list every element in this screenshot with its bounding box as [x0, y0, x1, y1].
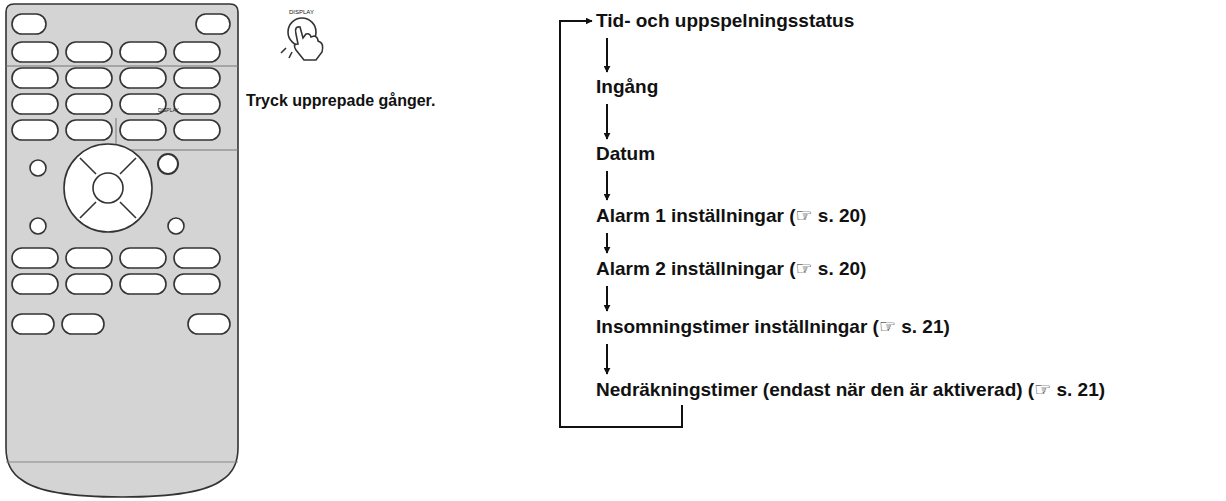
display-button-icon	[281, 18, 323, 60]
step-text: Tid- och uppspelningsstatus	[596, 10, 854, 31]
step-text: Nedräkningstimer (endast när den är akti…	[596, 379, 1105, 400]
flow-arrow	[606, 286, 608, 311]
flow-arrow	[606, 104, 608, 139]
instruction-text: Tryck upprepade gånger.	[246, 92, 435, 110]
step-text: Alarm 1 inställningar (☞ s. 20)	[596, 205, 866, 226]
step-text: Insomningstimer inställningar (☞ s. 21)	[596, 316, 950, 337]
flow-arrow	[606, 344, 608, 374]
flow-arrow	[606, 233, 608, 253]
flow-step: Alarm 2 inställningar (☞ s. 20)	[594, 255, 868, 282]
step-text: Datum	[596, 143, 655, 164]
flow-step: Alarm 1 inställningar (☞ s. 20)	[594, 202, 868, 229]
button-label: DISPLAY	[289, 9, 314, 16]
flow-step: Insomningstimer inställningar (☞ s. 21)	[594, 313, 952, 340]
flow-arrow	[606, 38, 608, 72]
flow-step: Nedräkningstimer (endast när den är akti…	[594, 376, 1107, 403]
step-text: Ingång	[596, 76, 658, 97]
flow-step: Datum	[594, 141, 657, 167]
button-label: DISPLAY	[158, 108, 179, 114]
flow-step: Ingång	[594, 74, 660, 100]
flow-step: Tid- och uppspelningsstatus	[594, 8, 856, 34]
flow-arrow	[606, 171, 608, 200]
step-text: Alarm 2 inställningar (☞ s. 20)	[596, 258, 866, 279]
